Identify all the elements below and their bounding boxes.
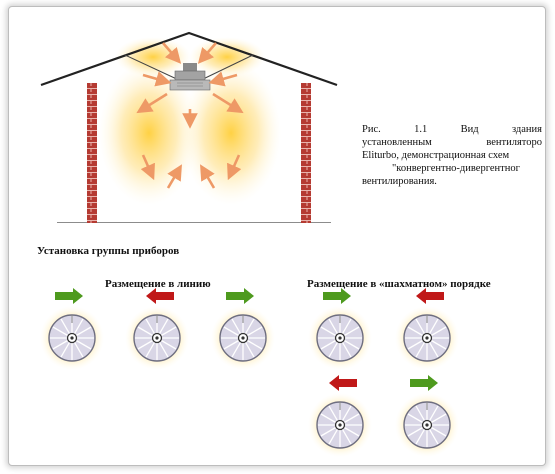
caption-line-1: Рис. 1.1 Вид здания (362, 123, 542, 136)
caption-line-4: "конвергентно-дивергентног (392, 163, 520, 174)
direction-arrow-right-icon (226, 288, 254, 304)
fan-icon (133, 314, 181, 362)
brick-wall-left (87, 83, 97, 223)
direction-arrow-right-icon (410, 375, 438, 391)
fan-unit-line-3 (210, 288, 276, 372)
house-illustration (40, 31, 338, 223)
fan-unit-line-1 (39, 288, 105, 372)
direction-arrow-left-icon (146, 288, 174, 304)
fan-unit-chess-1 (307, 288, 373, 372)
fan-unit-line-2 (124, 288, 190, 372)
heading-line-placement: Размещение в линию (105, 278, 211, 290)
fan-unit-chess-3 (307, 375, 373, 459)
suspension-cable-right (198, 54, 254, 82)
airflow-arrows (136, 42, 244, 189)
figure-caption: Рис. 1.1 Вид здания установленным вентил… (362, 123, 542, 188)
brick-wall-right (301, 83, 311, 223)
fan-icon (316, 314, 364, 362)
fan-icon (316, 401, 364, 449)
caption-word: установленным (362, 137, 432, 148)
caption-word: 1.1 (414, 124, 428, 135)
caption-word: Рис. (362, 124, 381, 135)
figure-frame: Рис. 1.1 Вид здания установленным вентил… (8, 6, 546, 466)
fan-icon (48, 314, 96, 362)
fan-icon (403, 314, 451, 362)
fan-icon (403, 401, 451, 449)
direction-arrow-left-icon (329, 375, 357, 391)
fan-unit-chess-2 (394, 288, 460, 372)
caption-word: здания (511, 124, 542, 135)
caption-word: Вид (460, 124, 479, 135)
heading-chess-placement: Размещение в «шахматном» порядке (307, 278, 491, 290)
direction-arrow-right-icon (323, 288, 351, 304)
caption-line-3: Eliturbo, демонстрационная схем (362, 150, 510, 161)
caption-word: вентиляторо (486, 137, 542, 148)
direction-arrow-right-icon (55, 288, 83, 304)
direction-arrow-left-icon (416, 288, 444, 304)
caption-line-5: вентилирования. (362, 176, 437, 187)
caption-line-2: установленным вентиляторо (362, 136, 542, 149)
section-heading-group: Установка группы приборов (37, 245, 180, 257)
suspension-cable-left (124, 54, 182, 82)
fan-icon (219, 314, 267, 362)
roof (40, 31, 338, 87)
fan-unit-chess-4 (394, 375, 460, 459)
